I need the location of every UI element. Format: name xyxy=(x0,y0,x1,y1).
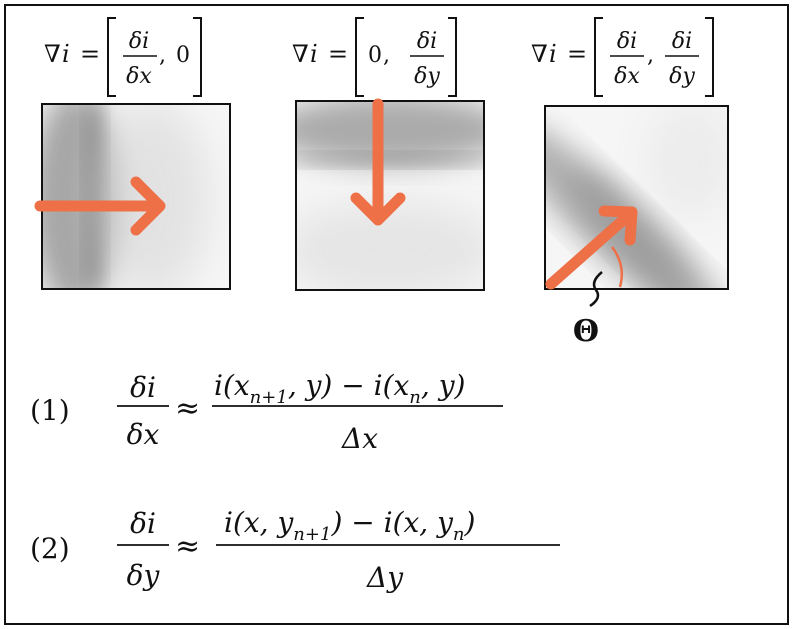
gradient-formula-3: ∇ i = δi δx , δi δy xyxy=(531,17,714,97)
equals-sign: = xyxy=(80,40,100,68)
partial-num: δi xyxy=(129,29,149,54)
equation-2: (2) δi δy ≈ i(x, yn+1) − i(x, yn) Δy xyxy=(30,506,560,594)
image-variable: i xyxy=(310,40,318,68)
comma: , xyxy=(383,43,390,68)
theta-label: Θ xyxy=(573,314,599,349)
image-patch-3 xyxy=(544,105,729,290)
bracket-right xyxy=(705,17,714,97)
eq1-lhs-numerator: δi xyxy=(130,371,156,404)
eq1-lhs-denominator: δx xyxy=(127,418,160,451)
approx-sign: ≈ xyxy=(175,529,200,564)
partial-den: δx xyxy=(126,64,152,89)
nabla-symbol: ∇ xyxy=(292,40,309,68)
partial-den-y: δy xyxy=(669,64,695,89)
theta-leader-line xyxy=(589,271,603,308)
approx-sign: ≈ xyxy=(175,391,200,426)
eq2-lhs-denominator: δy xyxy=(127,559,161,592)
equation-1: (1) δi δx ≈ i(xn+1, y) − i(xn, y) Δx xyxy=(30,369,503,455)
comma: , xyxy=(159,43,166,68)
equals-sign: = xyxy=(328,40,348,68)
eq2-rhs-numerator: i(x, yn+1) − i(x, yn) xyxy=(224,506,475,545)
bracket-left xyxy=(594,17,603,97)
bracket-left xyxy=(355,17,364,97)
image-variable: i xyxy=(62,40,70,68)
bracket-left xyxy=(107,17,116,97)
partial-num: δi xyxy=(417,29,437,54)
gradient-arrow-right xyxy=(34,176,166,236)
angle-arc xyxy=(611,246,623,288)
image-patch-1 xyxy=(41,103,231,290)
zero-component: 0 xyxy=(368,43,382,68)
panel-horizontal-gradient: ∇ i = δi δx , 0 xyxy=(34,17,231,290)
comma: , xyxy=(647,43,654,68)
equals-sign: = xyxy=(567,40,587,68)
smudge-texture-2 xyxy=(296,101,484,290)
eq1-rhs-denominator: Δx xyxy=(341,422,378,455)
bracket-right xyxy=(193,17,202,97)
gradient-formula-1: ∇ i = δi δx , 0 xyxy=(44,17,202,97)
gradient-arrow-down xyxy=(350,98,406,226)
smudge-texture-1 xyxy=(42,104,230,289)
gradient-formula-2: ∇ i = 0 , δi δy xyxy=(292,17,457,97)
panel-vertical-gradient: ∇ i = 0 , δi δy xyxy=(292,17,485,291)
gradient-arrow-diagonal xyxy=(545,205,638,290)
image-patch-2 xyxy=(295,100,485,291)
panel-diagonal-gradient: ∇ i = δi δx , δi δy Θ xyxy=(531,17,729,349)
image-variable: i xyxy=(549,40,557,68)
nabla-symbol: ∇ xyxy=(531,40,548,68)
nabla-symbol: ∇ xyxy=(44,40,61,68)
eq2-lhs-numerator: δi xyxy=(130,507,156,540)
zero-component: 0 xyxy=(176,43,190,68)
partial-den-x: δx xyxy=(614,64,640,89)
eq1-rhs-numerator: i(xn+1, y) − i(xn, y) xyxy=(214,369,465,408)
equation-number-2: (2) xyxy=(30,532,70,565)
bracket-right xyxy=(448,17,457,97)
partial-den: δy xyxy=(414,64,440,89)
partial-num-y: δi xyxy=(672,29,692,54)
partial-num-x: δi xyxy=(617,29,637,54)
eq2-rhs-denominator: Δy xyxy=(366,561,404,594)
equation-number-1: (1) xyxy=(30,394,70,427)
